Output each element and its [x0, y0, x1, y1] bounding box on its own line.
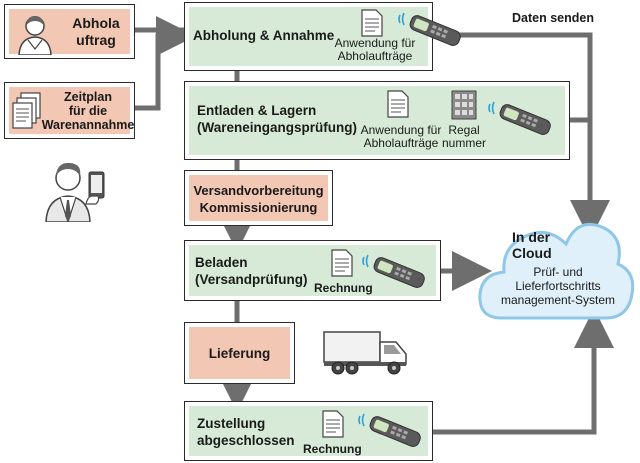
- document-icon: [331, 249, 353, 277]
- step-panel: [189, 7, 428, 66]
- step-delivery: Lieferung: [184, 322, 295, 384]
- document-stack-icon: [12, 92, 41, 129]
- rack-caption: Regal nummer: [441, 123, 486, 150]
- data-send-label: Daten senden: [512, 11, 594, 25]
- document-icon: [387, 90, 409, 118]
- step-panel: [189, 86, 565, 155]
- cloud-title: In der Cloud: [512, 229, 552, 261]
- person-with-phone-icon: [45, 162, 105, 222]
- step-pickup-acceptance: Abholung & Annahme Anwendung für Abholau…: [184, 2, 461, 71]
- schedule-box: Zeitplan für die Warenannahme: [4, 82, 135, 139]
- step-title: Lieferung: [208, 346, 271, 361]
- cloud-system-label: Prüf- und Lieferfortschritts management-…: [500, 265, 616, 307]
- truck-icon: [323, 331, 407, 375]
- step-title: Entladen & Lagern (Wareneingangsprüfung): [197, 103, 357, 135]
- handheld-scanner-icon: [488, 101, 551, 135]
- doc-caption: Anwendung für Abholaufträge: [360, 123, 442, 150]
- handheld-scanner-icon: [362, 254, 425, 288]
- step-unload-store: Entladen & Lagern (Wareneingangsprüfung)…: [184, 81, 570, 160]
- step-delivery-completed: Zustellung abgeschlossen Rechnung: [184, 401, 433, 461]
- step-loading: Beladen (Versandprüfung) Rechnung: [184, 240, 441, 301]
- document-icon: [322, 410, 344, 438]
- cloud-icon: [478, 223, 635, 320]
- rack-icon: [451, 90, 477, 120]
- person-icon: [18, 16, 52, 55]
- step-panel: [189, 327, 290, 379]
- document-icon: [361, 9, 383, 37]
- step-title: Beladen (Versandprüfung): [195, 255, 308, 287]
- schedule-label: Zeitplan für die Warenannahme: [41, 90, 135, 132]
- pickup-order-label: Abhola uftrag: [72, 15, 120, 48]
- handheld-scanner-icon: [358, 413, 421, 447]
- step-shipping-prep: Versandvorbereitung Kommissionierung: [184, 170, 333, 226]
- pickup-order-box: Abhola uftrag: [4, 4, 135, 59]
- step-panel: [189, 175, 328, 221]
- doc-caption: Rechnung: [314, 281, 373, 295]
- handheld-scanner-icon: [398, 12, 461, 46]
- step-title: Abholung & Annahme: [193, 28, 335, 43]
- doc-caption: Rechnung: [303, 442, 362, 456]
- step-title: Versandvorbereitung Kommissionierung: [193, 183, 324, 215]
- doc-caption: Anwendung für Abholaufträge: [334, 36, 416, 63]
- step-title: Zustellung abgeschlossen: [197, 416, 295, 448]
